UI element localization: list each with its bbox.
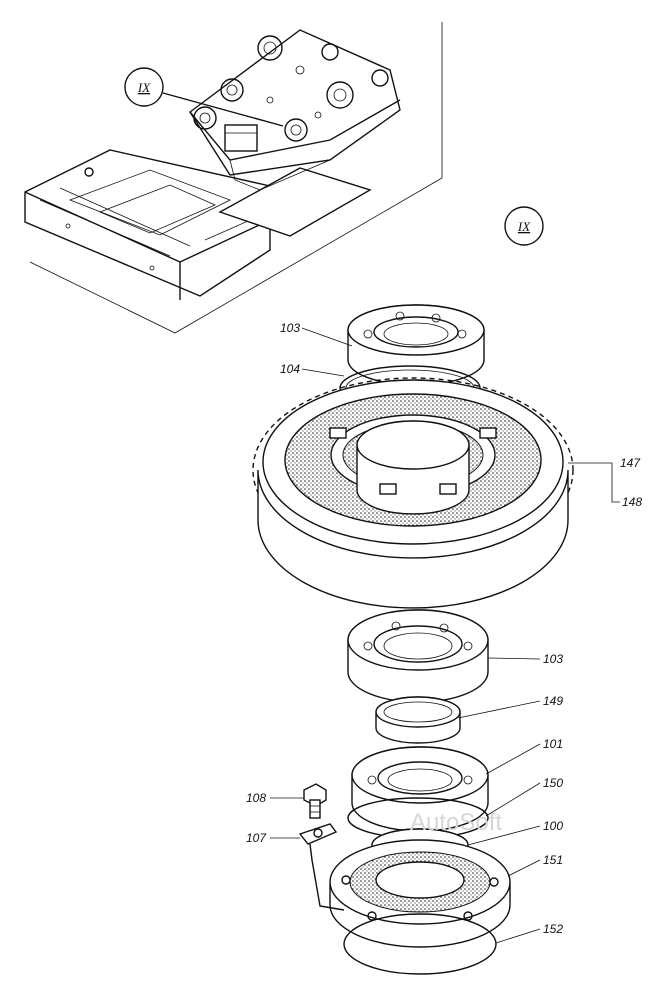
part-147-gear [252,377,574,609]
detail-marker-circle [504,206,544,246]
part-108-bolt [303,783,327,819]
callout-108: 108 [246,791,266,805]
part-101-bearing [351,746,489,832]
callout-107: 107 [246,831,267,845]
callout-101: 101 [543,737,563,751]
part-152-seal [343,913,497,975]
callout-103-top: 103 [280,321,300,335]
chassis-frame [24,149,372,300]
part-107-lock-washer [298,823,345,911]
overview-inset: IX [24,22,443,334]
view-marker-leader [162,92,284,127]
callout-147: 147 [620,456,641,470]
part-103-mid-bearing [347,609,489,703]
callout-149: 149 [543,694,563,708]
watermark: AutoSoft [410,809,502,836]
view-marker-label: IX [137,80,151,95]
callout-103-mid: 103 [543,652,563,666]
callout-100: 100 [543,819,563,833]
leader-lines [270,327,620,944]
callout-150: 150 [543,776,563,790]
callout-151: 151 [543,853,563,867]
callout-148: 148 [622,495,642,509]
part-103-top-bearing [347,304,485,386]
detail-marker-label: IX [517,219,531,234]
gearbox-housing [189,29,401,191]
callout-104: 104 [280,362,300,376]
part-151-housing [329,839,511,948]
view-marker-circle [124,67,164,107]
inset-border [29,22,443,334]
part-149-spacer [375,696,461,744]
callout-152: 152 [543,922,563,936]
